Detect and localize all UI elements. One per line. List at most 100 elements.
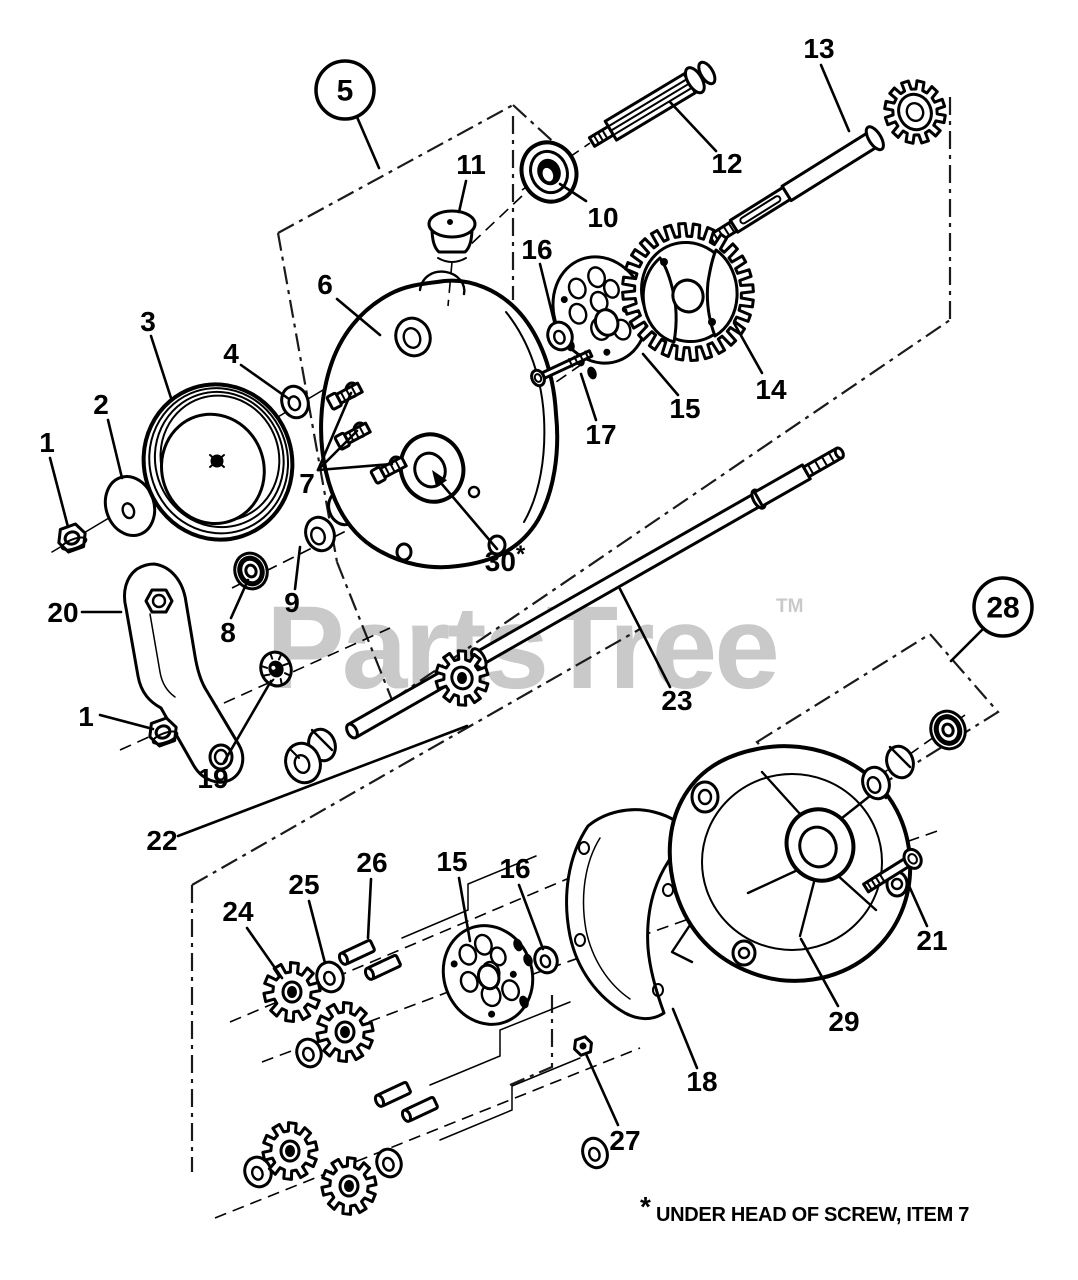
part-number-22: 22 xyxy=(146,825,177,856)
nut-27 xyxy=(573,1035,593,1057)
part-callout-4-3: 4 xyxy=(223,338,291,401)
part-number-1: 1 xyxy=(78,701,94,732)
leader-line xyxy=(245,926,284,980)
part-number-10: 10 xyxy=(587,202,618,233)
part-callout-17-15: 17 xyxy=(579,372,617,450)
balloon-5: 5 xyxy=(314,59,381,170)
part-number-30: 30* xyxy=(485,541,526,577)
boundary-line xyxy=(335,561,394,701)
part-number-1: 1 xyxy=(39,427,55,458)
flanged-bushing-22 xyxy=(284,727,337,785)
leader-line xyxy=(671,1007,699,1070)
leader-line xyxy=(558,182,588,203)
parts-layer xyxy=(57,60,967,1216)
leader-line xyxy=(517,883,545,951)
leader-line xyxy=(293,545,302,591)
leader-line xyxy=(316,462,394,472)
leader-line xyxy=(799,937,840,1008)
leader-line xyxy=(222,679,273,764)
part-number-26: 26 xyxy=(356,847,387,878)
part-callout-13-11: 13 xyxy=(803,33,851,133)
balloon-number: 28 xyxy=(986,592,1019,625)
part-number-20: 20 xyxy=(47,597,78,628)
part-number-9: 9 xyxy=(284,587,300,618)
cover-screw xyxy=(325,381,364,411)
part-number-6: 6 xyxy=(317,269,333,300)
boundary-line xyxy=(512,104,561,149)
part-callout-9-7: 9 xyxy=(284,545,302,618)
gear-case-cover xyxy=(319,270,560,570)
boundary-line xyxy=(391,319,951,701)
screw-17 xyxy=(530,349,594,388)
part-callout-20-17: 20 xyxy=(47,597,123,628)
leader-line xyxy=(316,429,359,472)
planet-plate-lower xyxy=(441,924,535,1026)
leader-line xyxy=(457,179,468,214)
axis-line xyxy=(467,195,523,248)
grouping-line xyxy=(429,1001,571,1086)
part-number-16: 16 xyxy=(499,853,530,884)
leader-line xyxy=(176,724,469,838)
part-callout-3-2: 3 xyxy=(140,306,173,400)
oil-fill-plug xyxy=(427,209,477,307)
part-callout-16-14: 16 xyxy=(521,234,556,323)
leader-line xyxy=(584,1052,620,1127)
leader-line xyxy=(106,418,124,480)
part-callout-25-22: 25 xyxy=(288,869,327,965)
screw-21 xyxy=(862,847,923,894)
leader-line xyxy=(98,713,155,731)
footnote: * UNDER HEAD OF SCREW, ITEM 7 xyxy=(640,1191,970,1226)
part-callout-15-13: 15 xyxy=(641,352,701,424)
boundary-line xyxy=(191,628,641,886)
leader-line xyxy=(732,321,764,375)
part-callout-14-12: 14 xyxy=(732,321,787,405)
part-callout-2-1: 2 xyxy=(93,389,124,480)
leader-line xyxy=(904,877,929,928)
part-number-4: 4 xyxy=(223,338,239,369)
part-number-29: 29 xyxy=(828,1006,859,1037)
part-callout-29-29: 29 xyxy=(799,937,860,1037)
part-number-2: 2 xyxy=(93,389,109,420)
part-number-25: 25 xyxy=(288,869,319,900)
leader-line xyxy=(618,587,672,689)
part-callout-10-8: 10 xyxy=(558,182,619,233)
leader-line xyxy=(335,297,382,337)
grouping-line xyxy=(401,855,537,939)
leader-line xyxy=(457,876,472,943)
leader-line xyxy=(668,100,718,153)
part-callout-11-9: 11 xyxy=(456,149,486,214)
part-callout-15-24: 15 xyxy=(436,846,472,943)
footnote-asterisk: * xyxy=(640,1191,651,1222)
watermark: PartsTree TM xyxy=(266,582,803,714)
boundary-line xyxy=(277,104,514,234)
balloon-circle xyxy=(972,576,1034,638)
part-number-19: 19 xyxy=(197,763,228,794)
part-callout-16-25: 16 xyxy=(499,853,545,951)
part-number-21: 21 xyxy=(916,925,947,956)
balloon-28: 28 xyxy=(949,576,1034,663)
leader-line xyxy=(239,363,291,401)
footnote-text: UNDER HEAD OF SCREW, ITEM 7 xyxy=(656,1204,969,1226)
axis-line xyxy=(214,1047,641,1219)
leader-line xyxy=(229,578,250,620)
part-number-14: 14 xyxy=(755,374,787,405)
part-callout-27-28: 27 xyxy=(584,1052,641,1156)
part-number-27: 27 xyxy=(609,1125,640,1156)
balloon-circle xyxy=(314,59,376,121)
roller-pin xyxy=(363,953,402,981)
leader-line xyxy=(316,391,353,472)
axle-shaft xyxy=(345,446,845,740)
part-number-15: 15 xyxy=(436,846,467,877)
part-callout-21-27: 21 xyxy=(904,877,948,956)
input-shaft-13 xyxy=(707,125,885,247)
plate-stud xyxy=(519,995,529,1009)
balloons-layer: 5 28 xyxy=(314,59,1034,663)
washer-16-lower xyxy=(533,945,559,975)
part-callout-24-21: 24 xyxy=(222,896,284,980)
part-number-8: 8 xyxy=(220,617,236,648)
part-callout-18-26: 18 xyxy=(671,1007,718,1097)
leader-line xyxy=(579,372,598,422)
bearing-10 xyxy=(519,140,579,204)
part-number-13: 13 xyxy=(803,33,834,64)
